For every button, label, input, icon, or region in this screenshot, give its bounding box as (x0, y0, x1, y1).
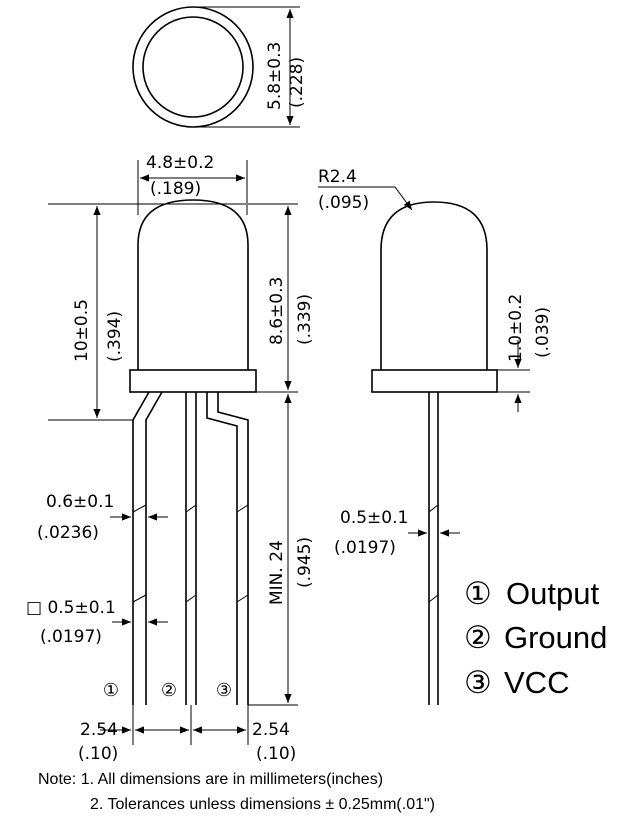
front-view: 4.8±0.2 (.189) 10±0.5 (.394) 8.6±0.3 (.3… (26, 153, 315, 764)
lead-square-label: □ 0.5±0.1 (26, 598, 116, 618)
top-diameter-label: 5.8±0.3 (265, 42, 285, 110)
pitch-left-label: 2.54 (80, 720, 118, 740)
note-line-1: Note: 1. All dimensions are in millimete… (38, 771, 384, 788)
pin-number-2: ② (161, 680, 177, 701)
legend-label-output: Output (506, 576, 599, 611)
lead-length-inch-label: (.945) (295, 537, 315, 588)
total-height-inch-label: (.394) (105, 311, 125, 362)
pitch-right-label: 2.54 (252, 720, 290, 740)
top-diameter-inch-label: (.228) (287, 57, 307, 108)
radius-label: R2.4 (318, 167, 357, 187)
side-lead-label: 0.5±0.1 (340, 508, 408, 528)
side-led-flange (371, 369, 498, 393)
top-view-inner-circle (142, 16, 244, 118)
legend-num-1: ① (464, 576, 492, 611)
legend-num-3: ③ (464, 665, 492, 700)
body-diameter-label: 4.8±0.2 (146, 153, 214, 173)
lead-width-label: 0.6±0.1 (46, 492, 114, 512)
led-body (137, 199, 249, 370)
radius-inch-label: (.095) (318, 193, 369, 213)
lead-length-label: MIN. 24 (267, 540, 287, 605)
lead-square-inch-label: (.0197) (40, 627, 102, 647)
led-flange (129, 369, 257, 393)
side-led-body (380, 201, 488, 370)
legend-label-ground: Ground (504, 620, 607, 655)
lead-width-inch-label: (.0236) (37, 523, 99, 543)
pitch-left-inch-label: (.10) (78, 744, 118, 764)
flange-inch-label: (.039) (533, 307, 553, 358)
top-view-outer-circle (132, 6, 254, 128)
body-height-label: 8.6±0.3 (267, 277, 287, 345)
body-diameter-inch-label: (.189) (150, 179, 201, 199)
pin-legend: ① Output ② Ground ③ VCC (464, 576, 607, 700)
side-view: R2.4 (.095) 1.0±0.2 (.039) 0.5±0.1 (.019… (318, 167, 553, 705)
flange-label: 1.0±0.2 (506, 294, 526, 362)
side-lead-inch-label: (.0197) (334, 538, 396, 558)
body-height-inch-label: (.339) (295, 294, 315, 345)
note-line-2: 2. Tolerances unless dimensions ± 0.25mm… (90, 796, 435, 813)
top-view: 5.8±0.3 (.228) (132, 6, 307, 128)
side-lead (428, 392, 439, 705)
legend-label-vcc: VCC (504, 665, 569, 700)
legend-num-2: ② (464, 620, 492, 655)
pin-number-1: ① (103, 680, 119, 701)
pin-number-3: ③ (216, 680, 232, 701)
total-height-label: 10±0.5 (72, 299, 92, 362)
lead-2 (185, 392, 197, 705)
lead-3 (206, 392, 249, 705)
lead-1 (132, 391, 163, 705)
pitch-right-inch-label: (.10) (256, 744, 296, 764)
